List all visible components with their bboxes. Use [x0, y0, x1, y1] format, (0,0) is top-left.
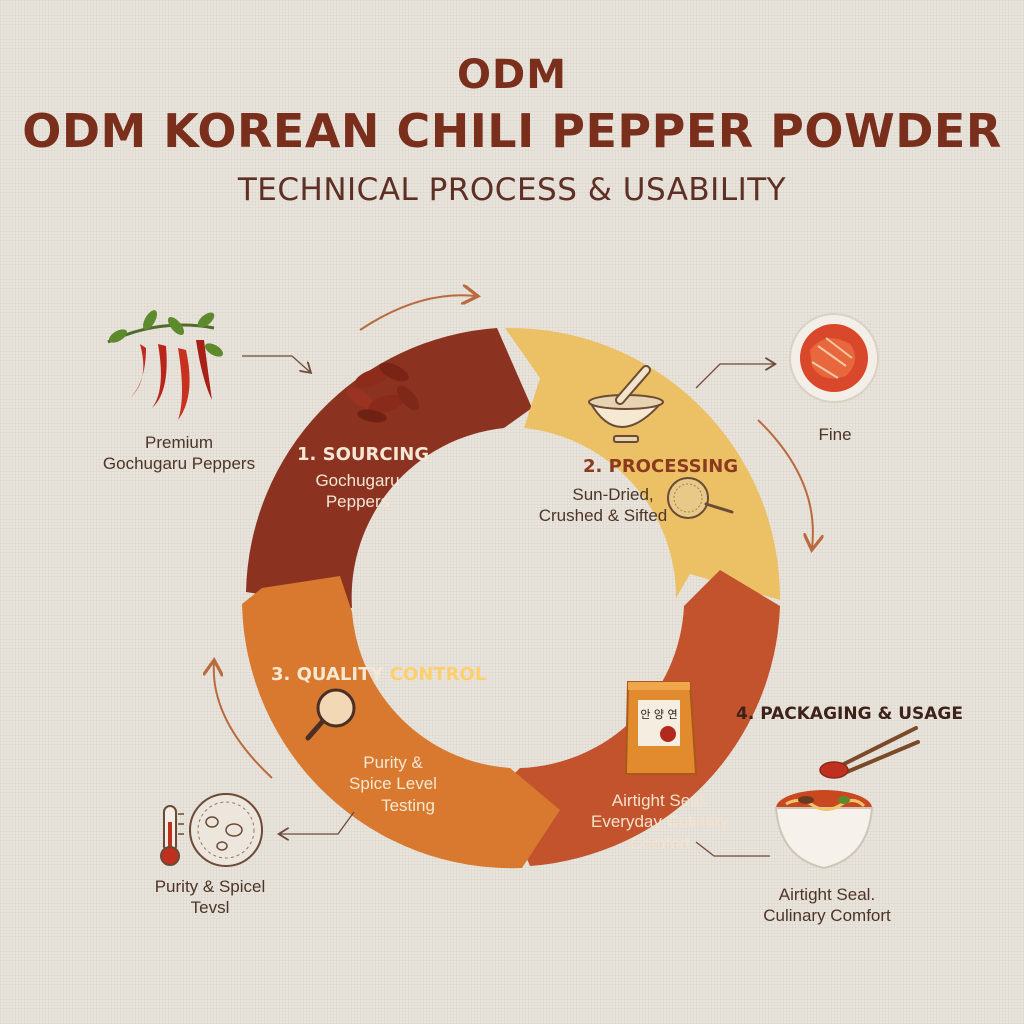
- peppers-label: Premium Gochugaru Peppers: [94, 432, 264, 475]
- thermometer-icon: [160, 805, 184, 866]
- step-title-quality-main: 3. QUALITY: [271, 664, 384, 685]
- dried-peppers-icon: [346, 362, 420, 423]
- step-title-quality: 3. QUALITY CONTROL: [271, 664, 486, 685]
- ramen-bowl-icon: [774, 790, 874, 870]
- chopsticks-icon: [819, 726, 920, 779]
- step-desc-quality: Purity & Spice Level Testing: [338, 752, 448, 816]
- brand-title: ODM: [456, 52, 567, 98]
- ramen-label-line2: Culinary Comfort: [763, 906, 891, 926]
- page-subtitle: TECHNICAL PROCESS & USABILITY: [237, 172, 787, 208]
- ring-segment-sourcing: [246, 328, 532, 608]
- thermo-label-line2: Tevsl: [190, 898, 230, 918]
- ramen-label-line1: Airtight Seal.: [778, 885, 876, 904]
- ramen-label: Airtight Seal. Culinary Comfort: [752, 884, 902, 927]
- connector-ramen: [695, 841, 770, 857]
- step-desc-packaging: Airtight Seal. Everyday Culinary Comfort: [560, 790, 760, 854]
- chili-peppers-icon: [107, 310, 224, 420]
- step-desc-sourcing: Gochugaru Peppers: [315, 471, 400, 512]
- connector-kimchi: [695, 364, 774, 389]
- step-desc-quality-line3: Testing: [381, 795, 435, 815]
- connector-thermo: [280, 811, 355, 834]
- step-title-packaging: 4. PACKAGING & USAGE: [736, 704, 963, 724]
- peppers-label-line2: Gochugaru Peppers: [102, 454, 256, 474]
- kimchi-label: Fine: [818, 425, 852, 444]
- magnifier-icon: [305, 688, 356, 741]
- connector-peppers: [242, 355, 310, 372]
- step-desc-quality-line1: Purity &: [363, 753, 423, 772]
- step-desc-processing: Sun-Dried, Crushed & Sifted: [528, 484, 678, 527]
- kimchi-bowl-icon: [789, 313, 879, 403]
- ring-segment-quality: [242, 576, 560, 869]
- step-desc-packaging-line1: Airtight Seal.: [611, 791, 709, 810]
- sieve-icon: [667, 477, 734, 519]
- mortar-pestle-icon: [588, 365, 665, 443]
- arrow-left: [214, 662, 273, 779]
- arrow-right: [757, 419, 813, 548]
- arrow-top: [359, 295, 476, 331]
- thermo-label-line1: Purity & Spicel: [154, 877, 266, 896]
- step-title-quality-accent: CONTROL: [389, 664, 487, 685]
- petri-dish-icon: [189, 793, 263, 867]
- step-desc-quality-line2: Spice Level: [349, 774, 437, 794]
- package-icon: [624, 681, 698, 775]
- step-desc-processing-line2: Crushed & Sifted: [538, 506, 668, 526]
- step-desc-packaging-line2: Everyday Culinary Comfort: [591, 812, 729, 853]
- step-title-sourcing: 1. SOURCING: [297, 444, 430, 465]
- ring-segment-processing: [505, 327, 781, 600]
- thermo-label: Purity & Spicel Tevsl: [140, 876, 280, 919]
- package-label: 안 양 연: [640, 708, 678, 721]
- step-desc-processing-line1: Sun-Dried,: [572, 485, 654, 504]
- peppers-label-line1: Premium: [144, 433, 213, 452]
- page-title: ODM KOREAN CHILI PEPPER POWDER: [22, 104, 1002, 158]
- step-title-processing: 2. PROCESSING: [583, 456, 739, 477]
